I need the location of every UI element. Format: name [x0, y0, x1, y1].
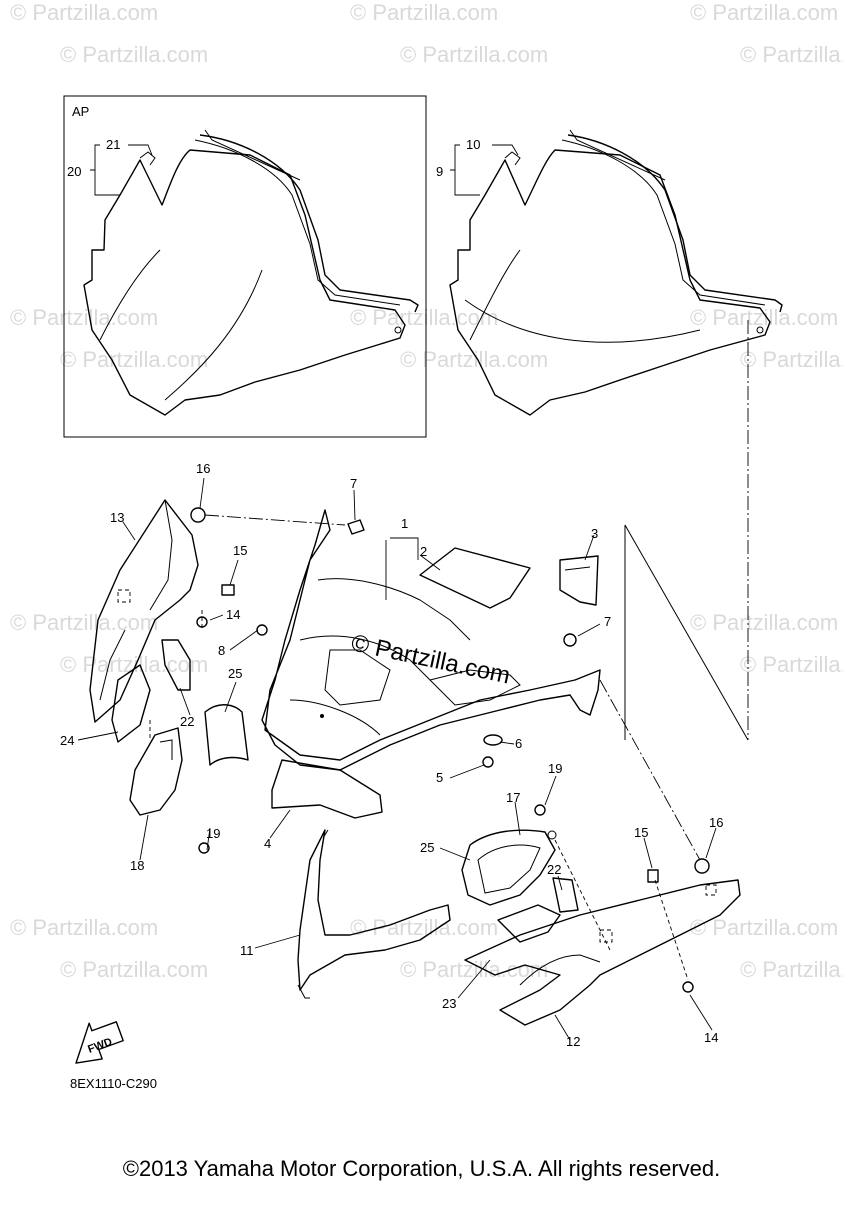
callout-3: 3 — [591, 526, 598, 541]
callout-25: 25 — [228, 666, 242, 681]
lower-cowl-12 — [464, 879, 741, 1026]
callout-10: 10 — [466, 137, 480, 152]
windshield-standard — [449, 129, 783, 416]
bolt-14 — [682, 981, 694, 993]
duct-17 — [461, 829, 557, 906]
pad-22-right — [552, 877, 579, 913]
watermark-text: © Partzilla.com — [60, 652, 208, 677]
watermark-text: © Partzilla.com — [60, 347, 208, 372]
fwd-arrow-icon: FWD — [75, 1021, 124, 1064]
watermark-text: © Partzilla.com — [10, 610, 158, 635]
watermark-text: © Partzilla.com — [690, 915, 838, 940]
screw-8 — [256, 624, 268, 636]
callout-7: 7 — [604, 614, 611, 629]
watermark-text: © Partzilla.com — [60, 42, 208, 67]
callout-16: 16 — [709, 815, 723, 830]
bolt-7 — [347, 519, 365, 535]
callout-19: 19 — [206, 826, 220, 841]
watermark-text: © Partzilla.com — [740, 652, 843, 677]
callout-13: 13 — [110, 510, 124, 525]
windshield-inset — [83, 129, 419, 416]
leader-line — [599, 679, 701, 861]
watermark-text: © Partzilla.com — [350, 0, 498, 25]
callout-12: 12 — [566, 1034, 580, 1049]
washer-6 — [483, 734, 503, 746]
fastener-group — [190, 507, 710, 993]
watermark-text: © Partzilla.com — [10, 915, 158, 940]
watermark-text: © Partzilla.com — [690, 305, 838, 330]
leader-line — [654, 879, 689, 981]
watermark-text: © Partzilla.com — [10, 305, 158, 330]
callout-14: 14 — [226, 607, 240, 622]
lower-cowl-11 — [297, 829, 451, 999]
callout-18: 18 — [130, 858, 144, 873]
inset-label: AP — [72, 104, 89, 119]
callout-24: 24 — [60, 733, 74, 748]
leader-line — [204, 514, 346, 526]
watermark-text: © Partzilla.com — [690, 610, 838, 635]
callout-11: 11 — [240, 943, 254, 958]
inset-frame — [63, 95, 427, 438]
watermark-text: © Partzilla.com — [400, 347, 548, 372]
leader-line — [554, 839, 611, 951]
nut-15 — [647, 869, 659, 883]
watermark-text: © Partzilla.com — [60, 957, 208, 982]
pad-22-left — [161, 639, 191, 691]
callout-15: 15 — [634, 825, 648, 840]
callout-15: 15 — [233, 543, 247, 558]
callout-25: 25 — [420, 840, 434, 855]
pad-2 — [419, 547, 531, 609]
outline-edge — [624, 524, 749, 741]
callout-2: 2 — [420, 544, 427, 559]
drawing-code: 8EX1110-C290 — [70, 1076, 157, 1091]
nut-15 — [221, 584, 235, 596]
callout-16: 16 — [196, 461, 210, 476]
callout-14: 14 — [704, 1030, 718, 1045]
watermark-layer: © Partzilla.com © Partzilla.com © Partzi… — [10, 0, 843, 982]
watermark-text: © Partzilla.com — [740, 957, 843, 982]
bolt-19 — [534, 804, 546, 816]
watermark-text: © Partzilla.com — [690, 0, 838, 25]
callout-8: 8 — [218, 643, 225, 658]
callout-21: 21 — [106, 137, 120, 152]
grommet-16 — [190, 507, 206, 523]
callout-7: 7 — [350, 476, 357, 491]
side-cowl-left — [89, 499, 199, 723]
panel-4 — [271, 759, 383, 819]
callout-5: 5 — [436, 770, 443, 785]
watermark-text: © Partzilla.com — [350, 305, 498, 330]
duct-3-edge — [564, 566, 591, 571]
pad-25-left — [204, 704, 249, 766]
callout-17: 17 — [506, 790, 520, 805]
bolt-7 — [563, 633, 577, 647]
screw-5 — [482, 756, 494, 768]
callout-4: 4 — [264, 836, 271, 851]
callout-19: 19 — [548, 761, 562, 776]
grommet-16 — [694, 858, 710, 874]
callout-leaders — [77, 144, 717, 1041]
watermark-text: © Partzilla.com — [740, 347, 843, 372]
callout-22: 22 — [547, 862, 561, 877]
duct-3 — [559, 555, 599, 606]
callout-20: 20 — [67, 164, 81, 179]
callout-9: 9 — [436, 164, 443, 179]
watermark-text: © Partzilla.com — [350, 915, 498, 940]
panel-23 — [497, 904, 561, 943]
bracket-18 — [129, 727, 183, 816]
watermark-text: © Partzilla.com — [400, 957, 548, 982]
watermark-text: © Partzilla.com — [740, 42, 843, 67]
panel-24 — [111, 664, 151, 743]
bolt-19 — [198, 842, 210, 854]
callout-6: 6 — [515, 736, 522, 751]
callout-23: 23 — [442, 996, 456, 1011]
callout-1: 1 — [401, 516, 408, 531]
watermark-text: © Partzilla.com — [10, 0, 158, 25]
upper-cowl-body — [261, 509, 601, 771]
callout-22: 22 — [180, 714, 194, 729]
copyright-notice: ©2013 Yamaha Motor Corporation, U.S.A. A… — [122, 1156, 721, 1181]
callout-labels: 20 21 9 10 1 2 3 4 5 6 7 7 8 11 12 13 14… — [60, 137, 723, 1049]
watermark-text: © Partzilla.com — [400, 42, 548, 67]
